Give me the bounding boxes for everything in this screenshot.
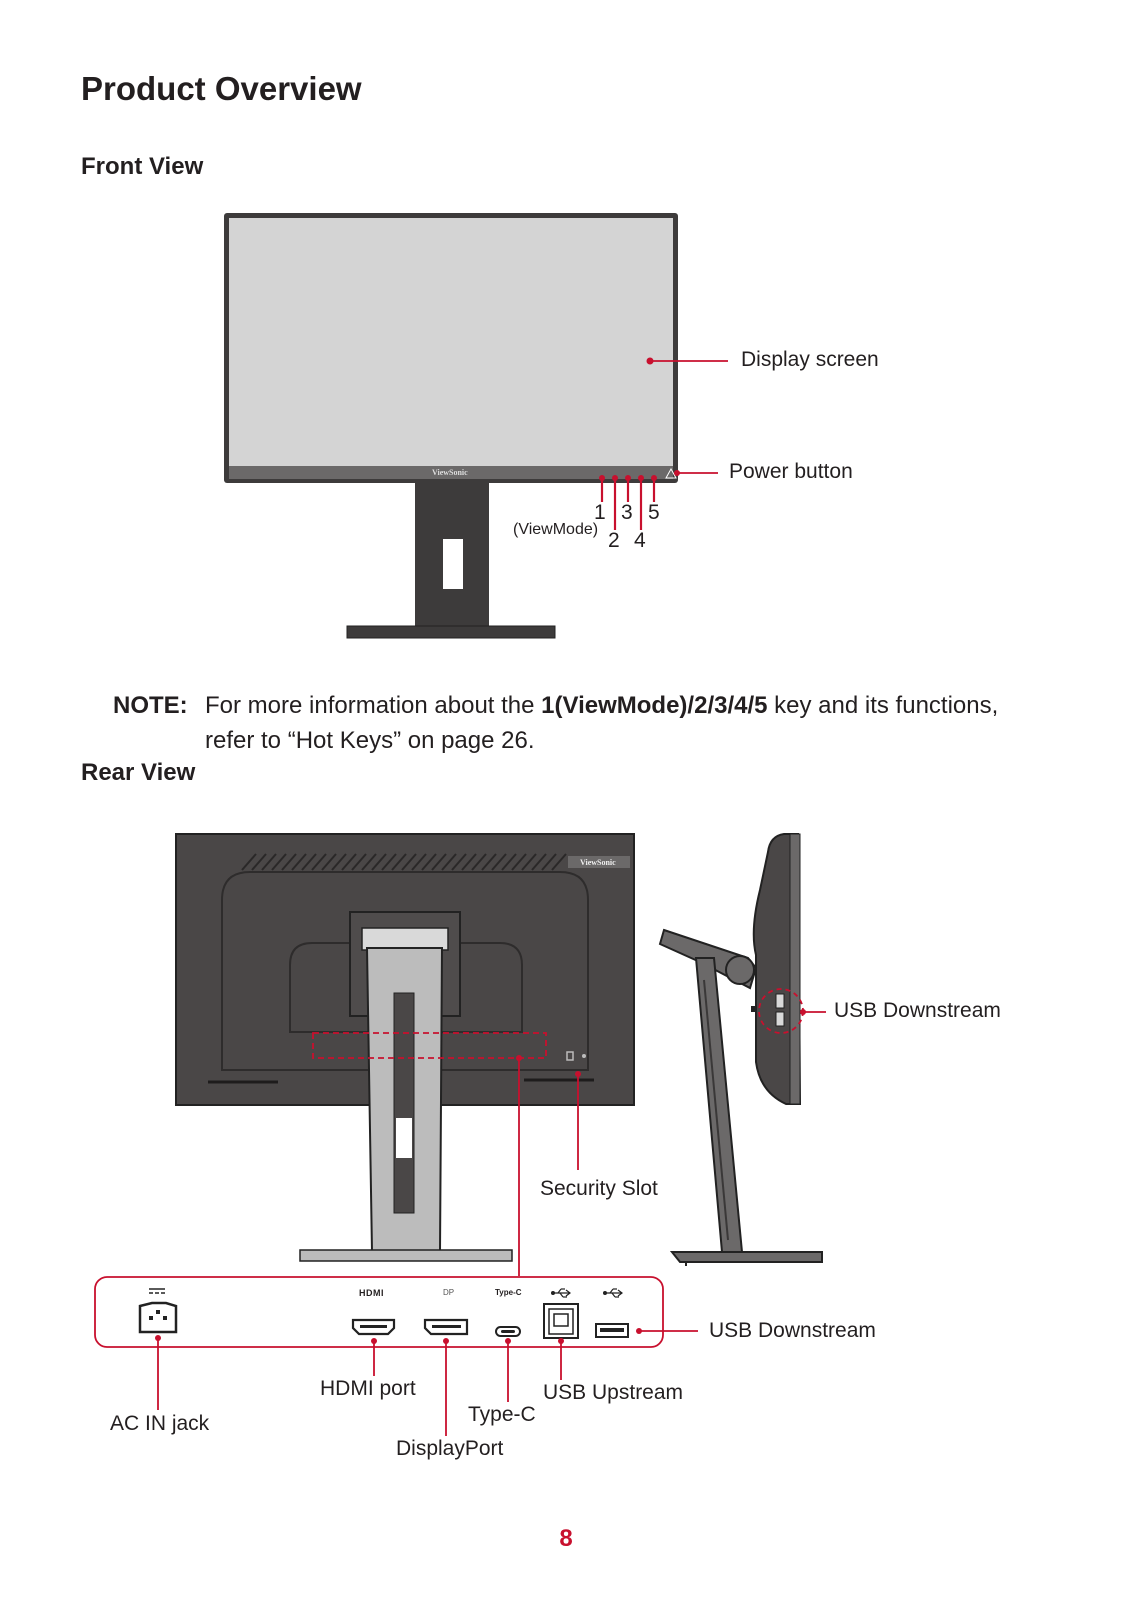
callout-hdmi-port: HDMI port	[320, 1377, 416, 1400]
callout-ac-in-jack: AC IN jack	[110, 1412, 210, 1435]
note-label: NOTE:	[113, 692, 188, 719]
key-label-1: 1	[594, 501, 606, 524]
key-label-5: 5	[648, 501, 660, 524]
key-label-viewmode: (ViewMode)	[513, 521, 599, 538]
note-text-end: key and its functions, refer to “Hot Key…	[205, 692, 999, 754]
note-text-keys: 1(ViewMode)/2/3/4/5	[541, 692, 768, 719]
key-label-4: 4	[634, 529, 646, 552]
page-number: 8	[559, 1525, 573, 1552]
dp-symbol: DP	[443, 1288, 455, 1297]
note-text-start: For more information about the	[205, 692, 542, 719]
callout-type-c: Type-C	[468, 1403, 536, 1426]
callout-display-screen: Display screen	[741, 348, 879, 371]
typec-symbol: Type-C	[495, 1288, 522, 1297]
section-heading-front: Front View	[81, 153, 204, 180]
page-title: Product Overview	[81, 70, 362, 107]
front-brand-logo: ViewSonic	[432, 468, 468, 477]
callout-security-slot: Security Slot	[540, 1177, 658, 1200]
callout-displayport: DisplayPort	[396, 1437, 504, 1460]
key-label-2: 2	[608, 529, 620, 552]
note-text: For more information about the 1(ViewMod…	[205, 688, 1005, 758]
hdmi-symbol: HDMI	[359, 1288, 384, 1298]
callout-power-button: Power button	[729, 460, 853, 483]
callout-usb-downstream: USB Downstream	[709, 1319, 876, 1342]
section-heading-rear: Rear View	[81, 759, 196, 786]
callout-usb-upstream: USB Upstream	[543, 1381, 684, 1404]
key-label-3: 3	[621, 501, 633, 524]
callout-usb-downstream-side: USB Downstream	[834, 999, 1001, 1022]
rear-brand-logo: ViewSonic	[580, 858, 616, 867]
